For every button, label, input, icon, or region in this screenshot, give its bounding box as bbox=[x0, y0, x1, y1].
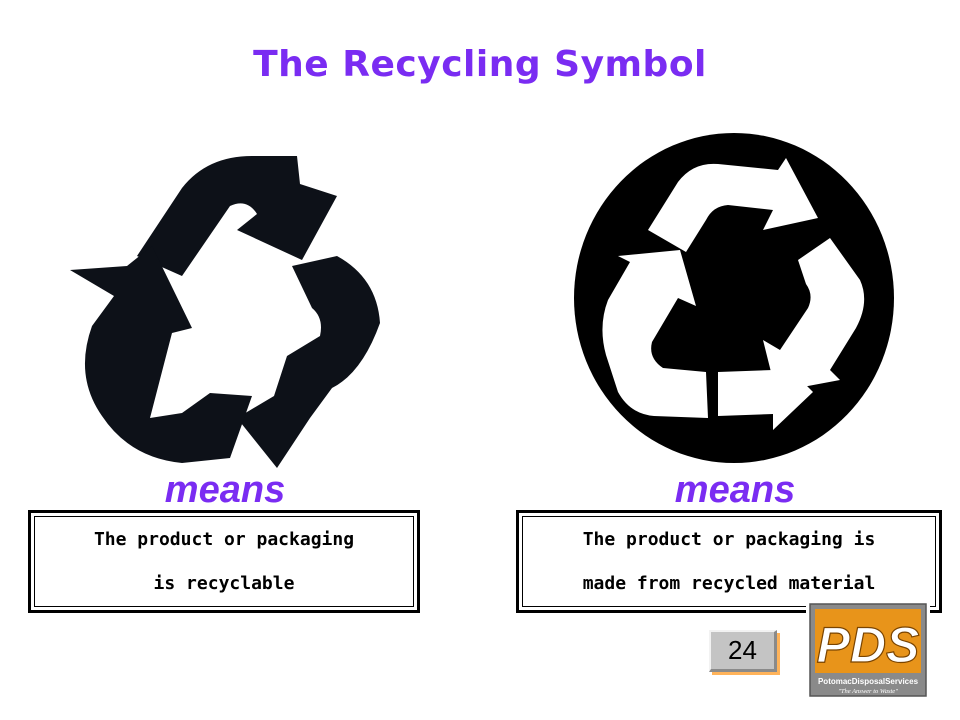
right-description-line-1: The product or packaging is bbox=[582, 528, 876, 550]
page-number-badge: 24 bbox=[709, 630, 777, 672]
pds-logo-mark: PDS PotomacDisposalServices "The Answer … bbox=[809, 603, 927, 697]
right-description-line-2: made from recycled material bbox=[582, 572, 876, 594]
pds-logo: PDS PotomacDisposalServices "The Answer … bbox=[806, 600, 930, 700]
svg-text:"The Answer to Waste": "The Answer to Waste" bbox=[838, 688, 898, 695]
right-description: The product or packaging is made from re… bbox=[522, 516, 936, 607]
svg-text:PotomacDisposalServices: PotomacDisposalServices bbox=[818, 677, 919, 686]
right-description-box: The product or packaging is made from re… bbox=[516, 510, 942, 613]
recycled-content-circle-icon bbox=[574, 133, 894, 463]
recycling-arrows-icon bbox=[70, 156, 380, 468]
slide-title: The Recycling Symbol bbox=[253, 44, 707, 85]
left-description-box: The product or packaging is recyclable bbox=[28, 510, 420, 613]
left-means-label: means bbox=[164, 469, 286, 511]
svg-text:PDS: PDS bbox=[817, 617, 920, 673]
left-description-line-2: is recyclable bbox=[153, 572, 295, 594]
left-description-line-1: The product or packaging bbox=[93, 528, 355, 550]
right-means-label: means bbox=[674, 469, 796, 511]
left-description: The product or packaging is recyclable bbox=[34, 516, 414, 607]
